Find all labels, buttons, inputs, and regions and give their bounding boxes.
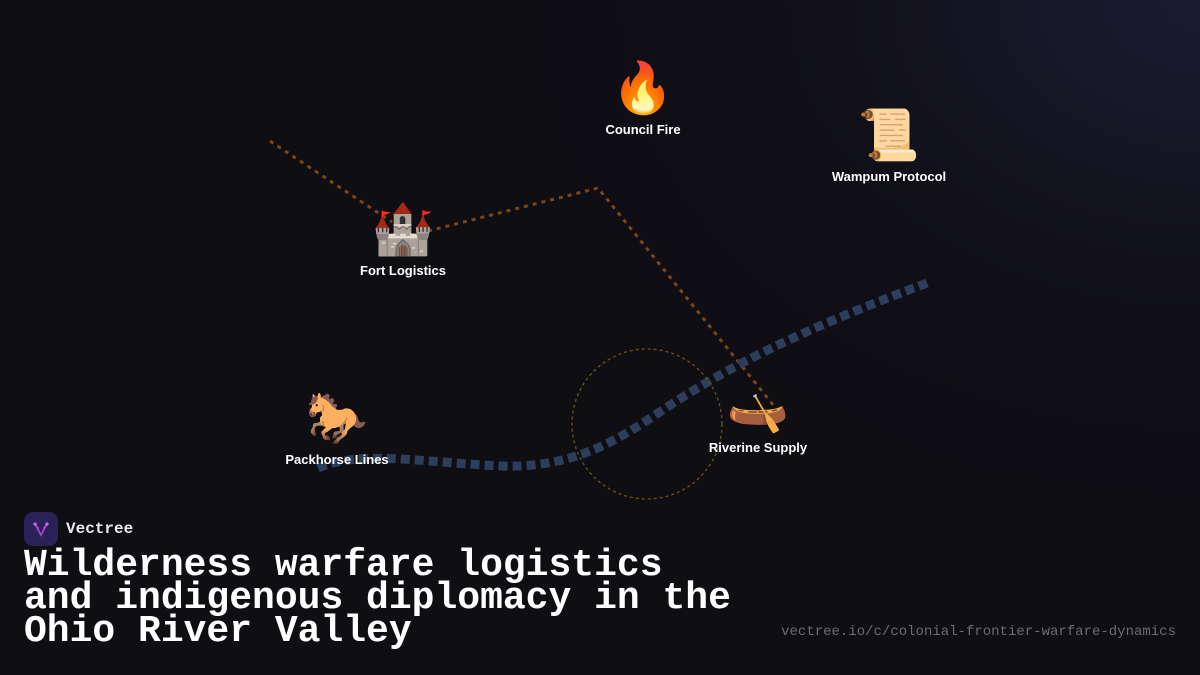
- page-url[interactable]: vectree.io/c/colonial-frontier-warfare-d…: [781, 624, 1176, 640]
- focus-ring: [571, 348, 723, 500]
- river-path: [316, 277, 932, 473]
- horse-icon: 🐎: [305, 389, 369, 447]
- vectree-branch-icon: [24, 512, 58, 546]
- node-label: Wampum Protocol: [831, 169, 947, 184]
- canoe-icon: 🛶: [726, 377, 790, 435]
- brand-name: Vectree: [66, 520, 134, 538]
- node-label: Fort Logistics: [360, 263, 446, 278]
- node-label: Packhorse Lines: [285, 452, 389, 467]
- page-title: Wilderness warfare logistics and indigen…: [24, 544, 731, 653]
- scroll-icon: 📜: [857, 106, 921, 164]
- node-packhorse-lines[interactable]: 🐎 Packhorse Lines: [285, 390, 388, 467]
- fire-icon: 🔥: [611, 59, 675, 117]
- castle-icon: 🏰: [371, 200, 435, 258]
- node-council-fire[interactable]: 🔥 Council Fire: [605, 60, 680, 137]
- brand[interactable]: Vectree: [24, 512, 133, 546]
- node-wampum-protocol[interactable]: 📜 Wampum Protocol: [832, 107, 946, 184]
- node-riverine-supply[interactable]: 🛶 Riverine Supply: [709, 378, 807, 455]
- node-label: Riverine Supply: [708, 440, 808, 455]
- node-fort-logistics[interactable]: 🏰 Fort Logistics: [360, 201, 446, 278]
- node-label: Council Fire: [605, 122, 681, 137]
- trail-path: [269, 139, 789, 423]
